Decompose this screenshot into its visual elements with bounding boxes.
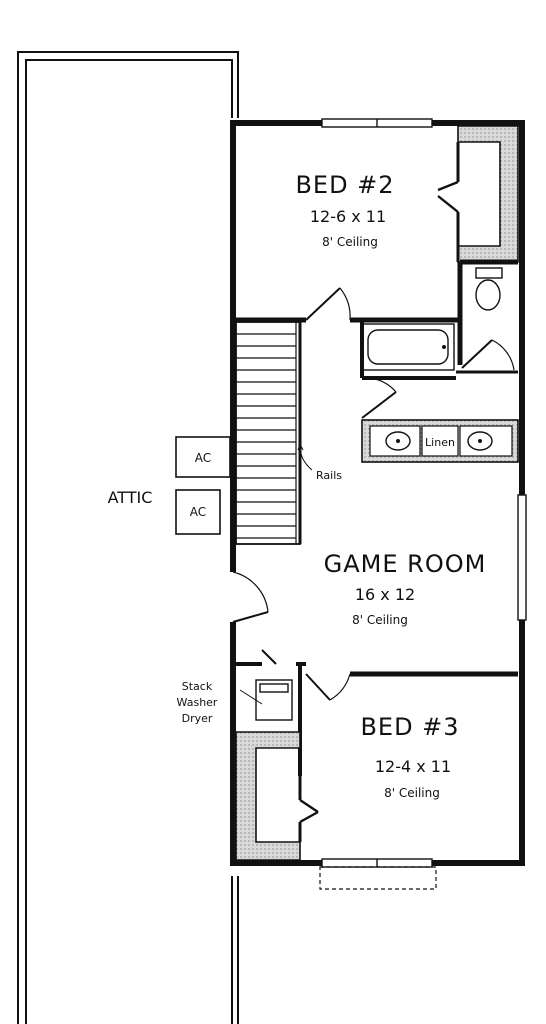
laundry-label-washer: Washer	[177, 696, 218, 709]
ac-label-2: AC	[190, 505, 206, 519]
bed3-name: BED #3	[360, 713, 459, 741]
window-bottom	[319, 858, 437, 890]
ac-label-1: AC	[195, 451, 211, 465]
rails-leader	[297, 442, 313, 471]
bed3-closet	[235, 731, 319, 861]
toilet-tank	[475, 267, 503, 279]
bed3-size: 12-4 x 11	[375, 757, 451, 776]
ac-unit-2	[175, 489, 221, 535]
laundry-label-stack: Stack	[182, 680, 213, 693]
rails-label: Rails	[316, 469, 342, 482]
toilet-bowl	[475, 279, 501, 311]
bed2-name: BED #2	[295, 171, 394, 199]
linen-closet	[421, 425, 459, 457]
bed2-closet	[437, 125, 519, 263]
linen-label: Linen	[425, 436, 455, 449]
bed3-ceiling: 8' Ceiling	[384, 786, 440, 800]
attic-outline	[17, 51, 239, 1024]
bathroom	[360, 259, 519, 463]
bed3-walls	[305, 671, 518, 701]
attic-door	[229, 571, 269, 623]
ac-unit-1	[175, 436, 231, 478]
game-room-ceiling: 8' Ceiling	[352, 613, 408, 627]
window-top	[321, 118, 433, 128]
bed2-bottom-wall	[233, 287, 460, 323]
laundry-label-dryer: Dryer	[182, 712, 213, 725]
window-right	[517, 494, 527, 621]
game-room-size: 16 x 12	[355, 585, 415, 604]
bed2-size: 12-6 x 11	[310, 207, 386, 226]
game-room-name: GAME ROOM	[324, 550, 487, 578]
stairs	[235, 321, 302, 545]
bed2-ceiling: 8' Ceiling	[322, 235, 378, 249]
attic-label: ATTIC	[108, 488, 153, 507]
